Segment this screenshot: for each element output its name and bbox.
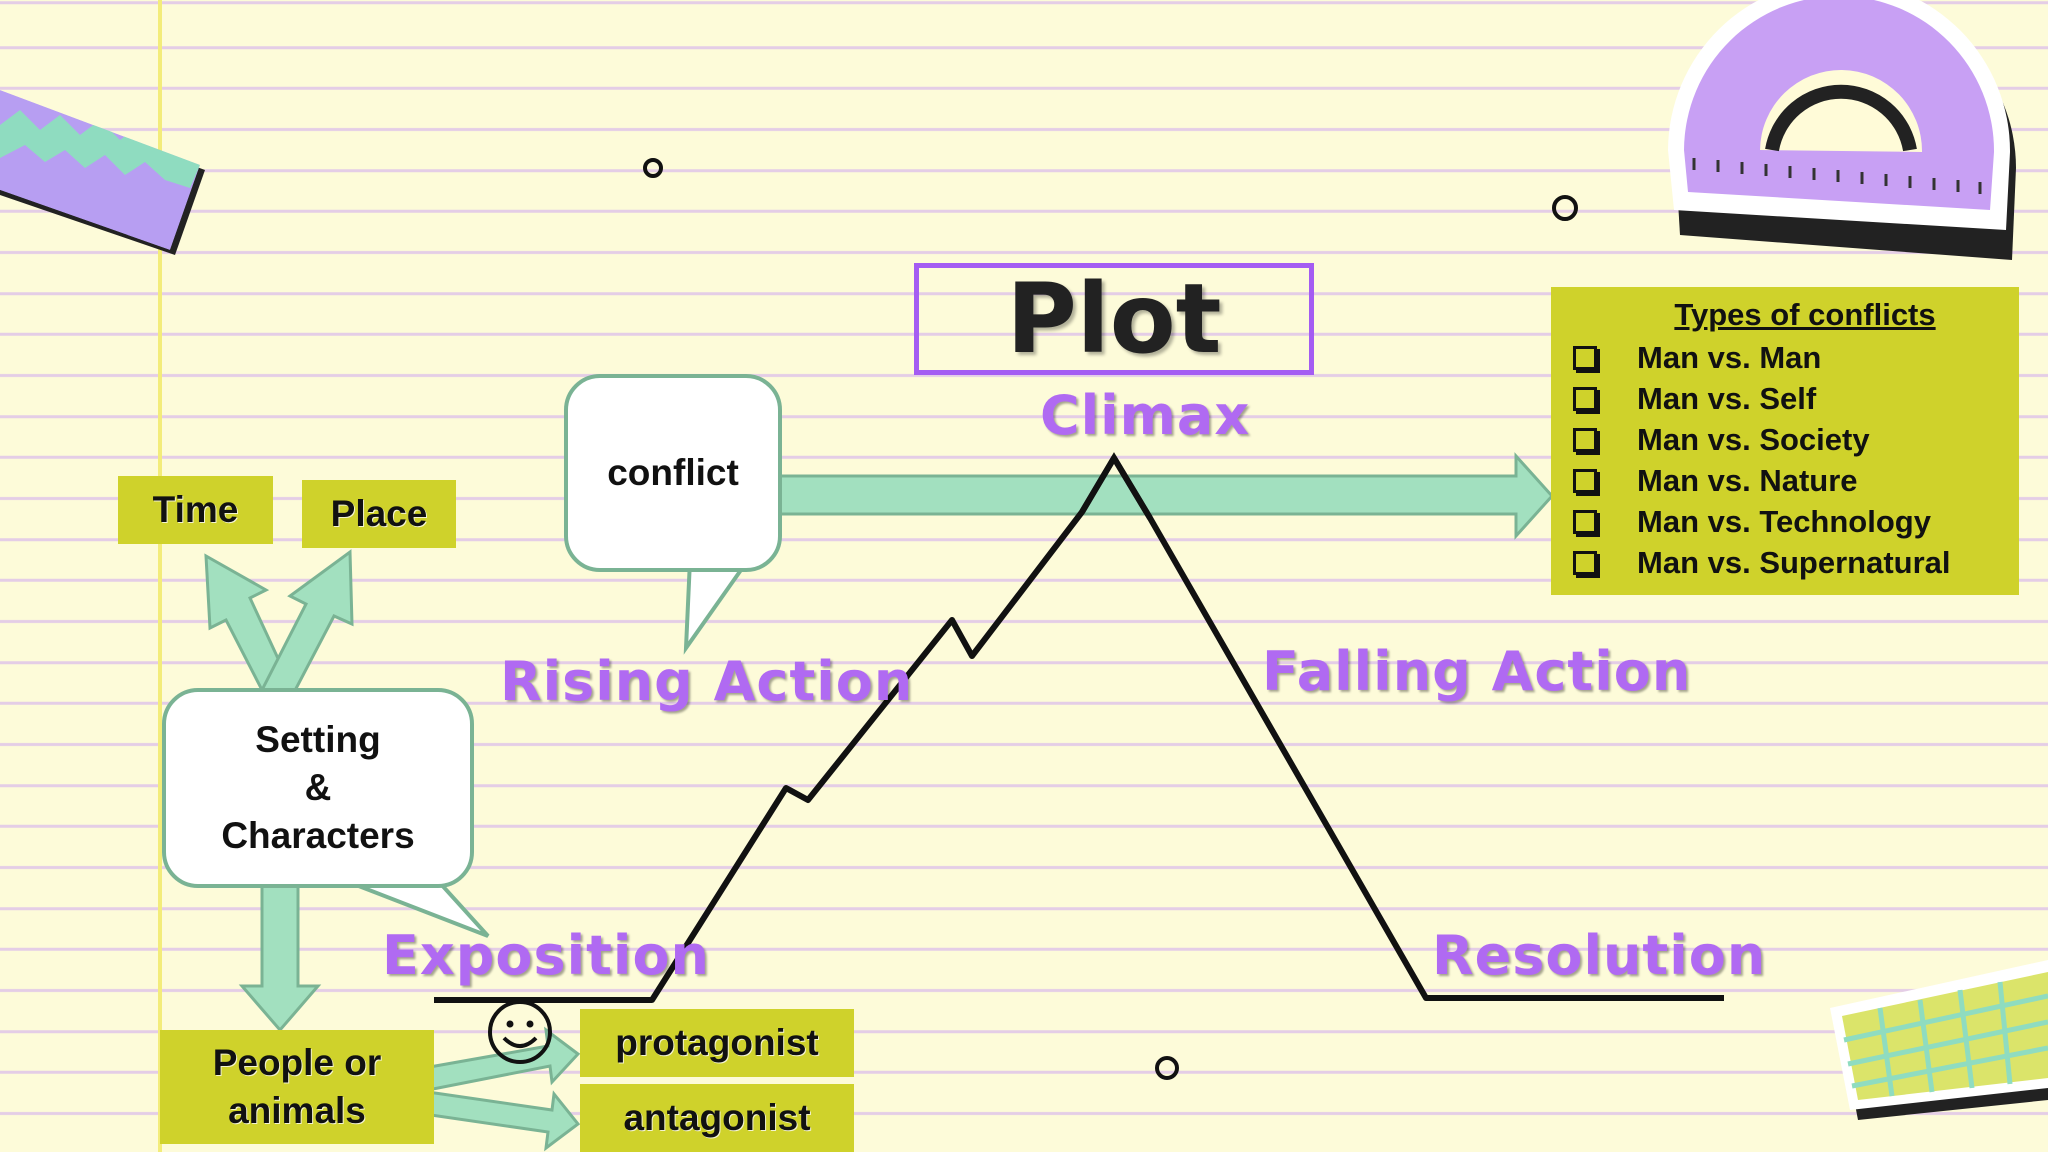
people-animals-box: People or animals: [160, 1030, 434, 1144]
conflict-item-label: Man vs. Nature: [1637, 462, 1858, 498]
plot-title-box: Plot: [914, 263, 1314, 375]
rising-action-label: Rising Action: [500, 650, 914, 713]
arrow-to-antagonist: [422, 1090, 581, 1152]
page-title: Plot: [1006, 263, 1222, 375]
falling-action-label: Falling Action: [1262, 640, 1692, 703]
protagonist-label: protagonist: [615, 1022, 819, 1063]
conflict-bubble-label: conflict: [607, 452, 739, 493]
conflict-item-label: Man vs. Society: [1637, 421, 1870, 457]
conflict-item: Man vs. Man: [1573, 337, 2019, 378]
antagonist-label: antagonist: [623, 1097, 811, 1138]
conflict-bubble-tail: [683, 558, 752, 655]
setting-characters-bubble: Setting & Characters: [162, 688, 474, 888]
conflict-item: Man vs. Nature: [1573, 460, 2019, 501]
checkbox-icon: [1573, 509, 1597, 534]
setting-label: Setting: [255, 719, 381, 760]
conflict-item: Man vs. Self: [1573, 378, 2019, 419]
notebook-margin-line: [158, 0, 162, 1152]
washi-tape-decoration: [0, 90, 205, 255]
exposition-label: Exposition: [382, 924, 710, 987]
time-label: Time: [152, 489, 239, 530]
antagonist-box: antagonist: [580, 1084, 854, 1152]
checkbox-icon: [1573, 550, 1597, 575]
conflicts-heading: Types of conflicts: [1674, 297, 1936, 332]
types-of-conflicts-box: Types of conflicts Man vs. Man Man vs. S…: [1551, 287, 2019, 595]
protractor-decoration: [1668, 0, 2016, 260]
animals-label: animals: [228, 1090, 366, 1131]
conflict-item-label: Man vs. Self: [1637, 380, 1817, 416]
people-label: People or: [212, 1042, 382, 1083]
conflict-item: Man vs. Society: [1573, 419, 2019, 460]
arrow-to-people: [238, 878, 322, 1033]
arrow-to-place: [259, 549, 354, 702]
smiley-face-icon: [488, 1000, 552, 1064]
place-box: Place: [302, 480, 456, 548]
checkbox-icon: [1573, 386, 1597, 411]
conflict-arrow: [776, 452, 1555, 540]
checkbox-icon: [1573, 427, 1597, 452]
conflict-bubble: conflict: [564, 374, 782, 572]
plot-line: [434, 455, 1724, 1003]
small-circle-decoration: [1155, 1056, 1179, 1080]
protagonist-box: protagonist: [580, 1009, 854, 1077]
ampersand-label: &: [304, 767, 332, 808]
resolution-label: Resolution: [1432, 924, 1767, 987]
arrow-to-protagonist: [422, 1026, 581, 1092]
checkbox-icon: [1573, 345, 1597, 370]
time-box: Time: [118, 476, 273, 544]
checkbox-icon: [1573, 468, 1597, 493]
climax-label: Climax: [1040, 384, 1251, 447]
place-label: Place: [330, 493, 428, 534]
conflict-item: Man vs. Technology: [1573, 501, 2019, 542]
bubble-tail-join: [692, 556, 746, 566]
conflicts-list: Man vs. Man Man vs. Self Man vs. Society…: [1551, 337, 2019, 583]
characters-label: Characters: [221, 815, 415, 856]
small-circle-decoration: [1552, 195, 1578, 221]
bubble-tail-join: [340, 874, 426, 884]
conflict-item-label: Man vs. Supernatural: [1637, 544, 1951, 580]
grid-paper-decoration: [1830, 960, 2048, 1120]
conflict-item: Man vs. Supernatural: [1573, 542, 2019, 583]
conflict-item-label: Man vs. Technology: [1637, 503, 1931, 539]
conflict-item-label: Man vs. Man: [1637, 339, 1822, 375]
small-circle-decoration: [643, 158, 663, 178]
